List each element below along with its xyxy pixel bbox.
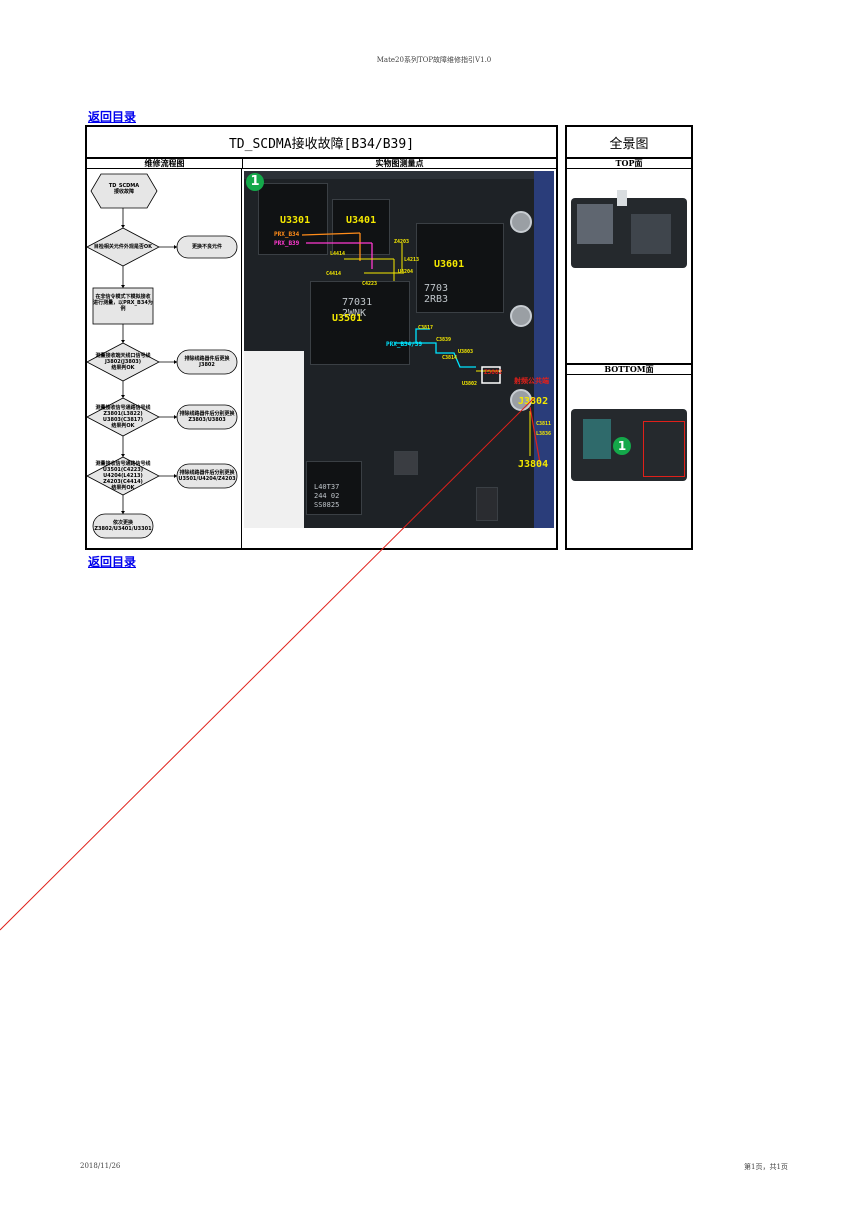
main-title: TD_SCDMA接收故障[B34/B39] [228,137,415,152]
signal-traces [301,232,541,464]
signal-label-prx-b39: PRX_B39 [274,240,300,247]
part-z3802: Z3802 [484,369,503,376]
pcb-edge [244,171,554,179]
pcb-screw-1 [510,211,532,233]
label-u3301: U3301 [280,215,311,226]
footer-date: 2018/11/26 [80,1162,121,1170]
flow-action4-label: 排除线路器件后分别更换 U3501/U4204/Z4203 [178,470,236,482]
label-j3804: J3804 [518,459,549,470]
overview-mid-divider [565,363,693,365]
chip-u3401 [332,199,390,255]
pcb-screw-2 [510,305,532,327]
overview-marker-1-badge: 1 [613,437,631,455]
pcb-cutout [244,351,304,528]
flow-start-shape [90,173,158,209]
chip-u3601 [416,223,504,313]
flow-check1-label: 目检相关元件外观是否OK [93,244,153,250]
overview-divider [565,157,693,159]
overview-table [565,125,693,550]
chip-u3501-marking: 77031 2WNK [342,297,373,319]
part-l4414: L4414 [330,251,346,257]
overview-title: 全景图 [609,137,649,152]
column-divider [241,169,242,549]
back-to-contents-link-top[interactable]: 返回目录 [88,110,137,124]
part-c4223: C4223 [362,281,378,287]
flow-end-label: 依次更换 Z3802/U3401/U3301 [94,520,152,532]
part-c3811: C3811 [536,421,552,427]
page-header: Mate20系列TOP故障维修指引V1.0 [376,56,492,64]
flow-action1-label: 更换不良元件 [191,244,222,250]
flow-check2-label: 测量接收端天线口信号线 J3802(J3803) 结果判OK [95,353,151,371]
chip-small-inductor [394,451,418,475]
label-u3601: U3601 [434,259,465,270]
chip-u3601-marking: 7703 2RB3 [424,283,449,305]
divider [85,157,558,159]
label-u3401: U3401 [346,215,377,226]
photo-column-header: 实物图测量点 [242,159,556,169]
part-u3803: U3803 [458,349,474,355]
top-board-thumbnail [571,190,687,274]
flow-action3-label: 排除线路器件后分别更换 Z3803/U3803 [179,411,235,423]
part-l4213: L4213 [404,257,420,263]
main-table [85,125,558,550]
common-port-highlight [481,366,501,384]
part-c3814: C3814 [442,355,458,361]
label-u3501: U3501 [332,313,363,324]
part-c3839: C3839 [436,337,452,343]
part-u4204: U4204 [398,269,414,275]
part-l3836: L3836 [536,431,552,437]
label-j3802: J3802 [518,396,549,407]
part-c4414: C4414 [326,271,342,277]
flow-start-label: TD_SCDMA 接收故障 [108,183,140,195]
chip-bottom-module [306,461,362,515]
repair-flowchart [87,173,238,539]
flow-step2-label: 在非信令模式下模拟接收 进行测量，以PRX_B34为 例 [93,294,153,312]
overview-top-label: TOP面 [567,159,691,169]
marker-1-badge: 1 [246,173,264,191]
flow-column-header: 维修流程图 [87,159,242,169]
bottom-board-thumbnail: 1 [571,403,687,487]
part-u3802: U3802 [462,381,478,387]
part-z4203: Z4203 [394,239,410,245]
common-port-tag: 射频公共端 [514,377,549,385]
flow-check4-label: 测量接收信号通路信号线 U3501(C4223) U4204(L4213) Z4… [95,461,151,491]
footer-page: 第1页，共1页 [744,1163,788,1171]
chip-bottom-marking: L40T37 244 02 SS0825 [314,483,340,509]
bottom-board-highlight [643,421,685,477]
signal-label-prx-b34-39: PRX_B34/39 [386,341,423,348]
part-c3817: C3817 [418,325,434,331]
chip-u3501 [310,281,410,365]
signal-label-prx-b34: PRX_B34 [274,231,300,238]
back-to-contents-link-bottom[interactable]: 返回目录 [88,555,137,569]
pcb-flex-strip [534,171,554,528]
chip-component [476,487,498,521]
pcb-photo: 77031 2WNK 7703 2RB3 L40T37 244 02 SS082… [244,171,554,528]
flow-check3-label: 测量接收信号通路信号线 Z3801(L3822) U3803(C3817) 结果… [95,405,151,429]
overview-bottom-label: BOTTOM面 [567,365,691,375]
flow-action2-label: 排除线路器件后更换 J3802 [184,356,230,368]
